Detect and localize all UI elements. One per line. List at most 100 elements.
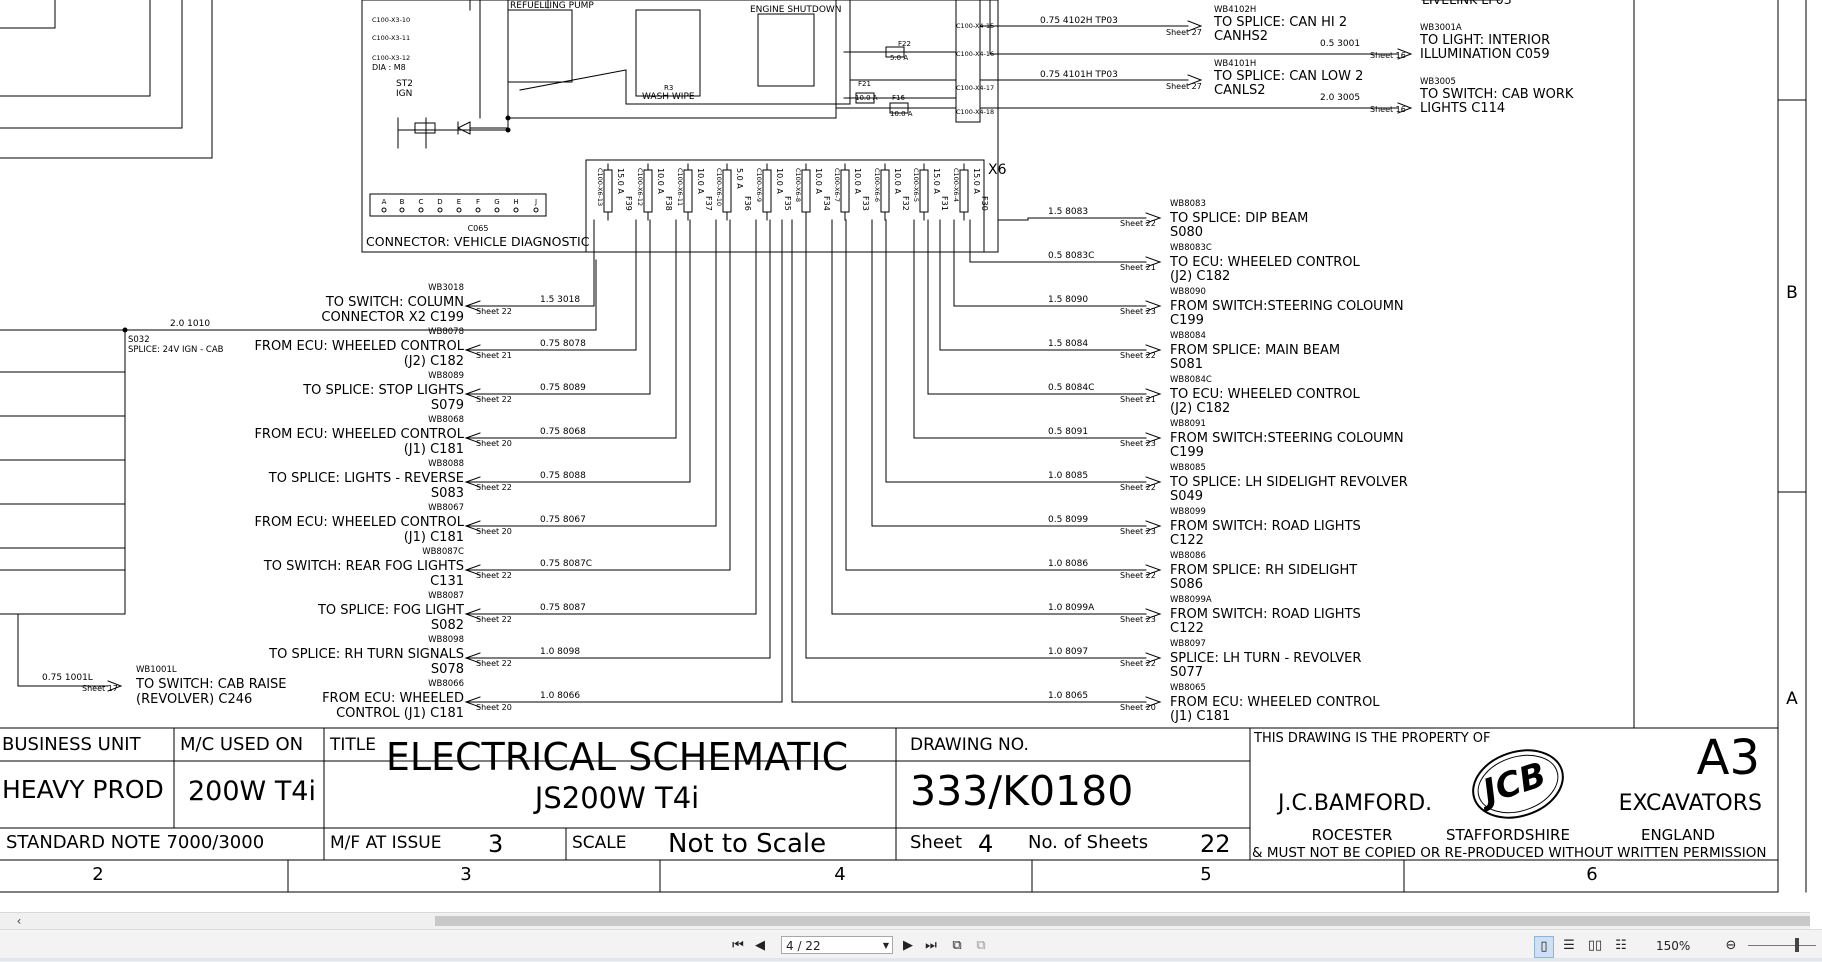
destination-label: C122: [1170, 533, 1204, 548]
sheet-ref: Sheet 22: [476, 307, 512, 316]
copy-view-icon[interactable]: ⧉: [952, 938, 962, 953]
right-connector-arrow: [1145, 432, 1162, 444]
destination-label: TO SWITCH: COLUMN: [325, 295, 464, 310]
top-fuse-code: F21: [858, 80, 871, 88]
left-connector-arrow: [464, 476, 481, 488]
diag-connector-label: CONNECTOR: VEHICLE DIAGNOSTIC: [366, 234, 590, 249]
left-connector-arrow: [464, 564, 481, 576]
diag-pin: [475, 207, 481, 213]
connector-code: WB8098: [428, 635, 464, 645]
fuse-rating-label: 15.0 A: [616, 168, 625, 194]
wire-code: 0.75 8078: [540, 339, 586, 349]
division-label: EXCAVATORS: [1619, 791, 1762, 816]
two-page-icon[interactable]: ▯▯: [1587, 938, 1603, 953]
fuse-symbol: [722, 169, 732, 213]
fuse-block-label: X6: [988, 162, 1007, 178]
company-name: J.C.BAMFORD.: [1276, 791, 1432, 816]
fuse-rating-label: 10.0 A: [656, 168, 665, 194]
first-page-icon[interactable]: ⏮: [732, 938, 744, 953]
sheet-ref: Sheet 22: [476, 395, 512, 404]
connector-code: WB8067: [428, 503, 464, 513]
destination-label: (J1) C181: [404, 442, 464, 457]
destination-label: S086: [1170, 577, 1203, 592]
destination-label: (J2) C182: [404, 354, 464, 369]
wire-code: 1.0 8098: [540, 647, 580, 657]
top-fuse-rating: 5.0 A: [890, 54, 908, 62]
diag-pin-label: D: [437, 198, 442, 206]
wire-code: 0.75 4101H TP03: [1040, 70, 1118, 80]
destination-label: TO SPLICE: DIP BEAM: [1169, 211, 1308, 226]
fuse-code-label: F39: [624, 196, 633, 211]
border-row-b: B: [1786, 283, 1798, 303]
connector-code: WB8088: [428, 459, 464, 469]
connector-code: WB8097: [1170, 639, 1206, 649]
right-connector-arrow: [1145, 212, 1162, 224]
zoom-slider[interactable]: [1748, 945, 1816, 946]
wire-code: 0.5 8084C: [1048, 383, 1094, 393]
splice-code: S032: [128, 335, 150, 345]
drawing-no-header: DRAWING NO.: [910, 735, 1029, 755]
wire-code: 0.75 8087C: [540, 559, 592, 569]
last-page-icon[interactable]: ⏭: [925, 938, 937, 953]
relay-tag: R3: [664, 84, 673, 92]
destination-label: TO SWITCH: CAB RAISE: [135, 677, 287, 692]
wire-code: 1.0 8099A: [1048, 603, 1095, 613]
left-connector-arrow: [464, 432, 481, 444]
sheet-ref: Sheet 27: [1166, 28, 1202, 37]
continuous-page-icon[interactable]: ☰: [1563, 938, 1575, 953]
destination-label: S080: [1170, 225, 1203, 240]
page-number-field[interactable]: 4 / 22 ▼: [781, 936, 893, 954]
paste-view-icon[interactable]: ⧉: [976, 938, 986, 953]
destination-label: S082: [431, 618, 464, 633]
destination-label: TO SWITCH: REAR FOG LIGHTS: [263, 559, 464, 574]
x4-pin-label: C100-X4-16: [956, 50, 994, 58]
sheet-header: Sheet: [910, 832, 962, 853]
fuse-rating-label: 15.0 A: [932, 168, 941, 194]
destination-label: S049: [1170, 489, 1203, 504]
diag-pin: [399, 207, 405, 213]
connector-code: WB8086: [1170, 551, 1206, 561]
fuse-rating-label: 15.0 A: [972, 168, 981, 194]
zoom-slider-knob[interactable]: [1795, 938, 1799, 952]
chevron-down-icon[interactable]: ▼: [882, 941, 889, 950]
single-page-icon[interactable]: ▯: [1534, 936, 1554, 958]
destination-label: TO SPLICE: LH SIDELIGHT REVOLVER: [1169, 475, 1408, 490]
horizontal-scrollbar[interactable]: ‹: [0, 912, 1810, 929]
mf-at-issue-header: M/F AT ISSUE: [330, 833, 441, 853]
destination-label: C122: [1170, 621, 1204, 636]
destination-label: CONNECTOR X2 C199: [321, 310, 464, 325]
wire-code: 1.0 8085: [1048, 471, 1088, 481]
splice-label: SPLICE: 24V IGN - CAB: [128, 345, 224, 355]
destination-label: CANHS2: [1214, 29, 1268, 44]
fuse-code-label: F31: [940, 196, 949, 211]
title-line-1: ELECTRICAL SCHEMATIC: [386, 735, 848, 779]
destination-label: FROM SWITCH:STEERING COLOUMN: [1170, 431, 1404, 446]
drawing-no-value: 333/K0180: [910, 767, 1133, 815]
column-number: 3: [460, 864, 471, 885]
diag-pin-label: F: [476, 198, 480, 206]
two-page-continuous-icon[interactable]: ☷: [1615, 938, 1627, 953]
destination-label: C199: [1170, 313, 1204, 328]
destination-label: (REVOLVER) C246: [136, 692, 252, 707]
diag-pin-label: B: [400, 198, 405, 206]
diag-pin: [418, 207, 424, 213]
num-sheets-value: 22: [1200, 830, 1231, 858]
relay-label-engine-shutdown: ENGINE SHUTDOWN: [750, 5, 842, 15]
prev-page-icon[interactable]: ◀: [755, 938, 765, 953]
diag-pin-label: C: [419, 198, 424, 206]
connector-code: WB8065: [1170, 683, 1206, 693]
mc-used-on-value: 200W T4i: [188, 776, 316, 807]
wire-code: 1.5 8090: [1048, 295, 1088, 305]
scroll-thumb[interactable]: [435, 916, 1810, 926]
ign-label-st2: ST2: [396, 79, 413, 89]
right-connector-arrow: [1145, 608, 1162, 620]
zoom-out-icon[interactable]: ⊖: [1725, 938, 1737, 953]
fuse-rating-label: 10.0 A: [893, 168, 902, 194]
scroll-left-icon[interactable]: ‹: [16, 914, 22, 928]
destination-label: S079: [431, 398, 464, 413]
next-page-icon[interactable]: ▶: [903, 938, 913, 953]
left-connector-arrow: [464, 696, 481, 708]
sheet-ref: Sheet 21: [1120, 395, 1156, 404]
destination-label: FROM ECU: WHEELED CONTROL: [254, 515, 464, 530]
fuse-pin-label: C100-X6-5: [912, 168, 920, 202]
